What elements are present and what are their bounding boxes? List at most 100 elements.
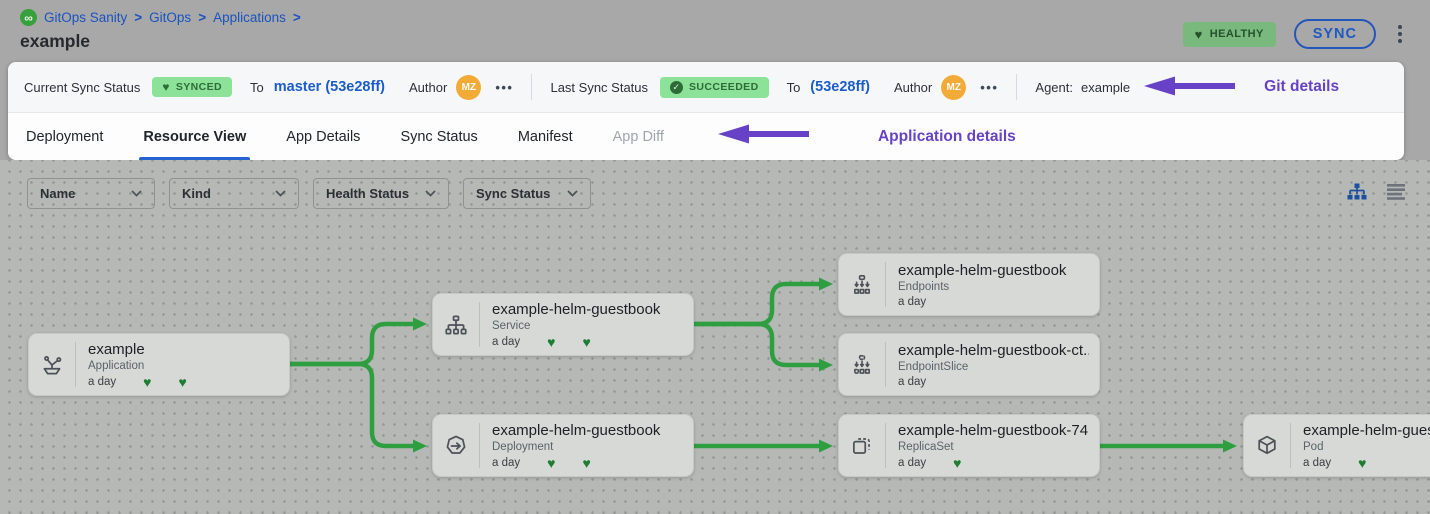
node-body: example-helm-guestbook-ct... EndpointSli… (886, 335, 1099, 395)
more-options-icon[interactable]: ••• (495, 79, 514, 95)
edge-application-to-deployment (287, 361, 427, 453)
endpoints-icon (839, 272, 885, 298)
tab-bar: Deployment Resource View App Details Syn… (8, 113, 1404, 160)
node-kind: Pod (1303, 440, 1324, 453)
application-details-annotation: Application details (877, 127, 1016, 145)
health-hearts: ♥♥ (143, 375, 187, 389)
filter-health-status-dropdown[interactable]: Health Status (313, 178, 449, 209)
sync-button[interactable]: SYNC (1293, 19, 1376, 49)
more-options-icon[interactable]: ••• (980, 79, 999, 95)
resource-node-endpoints[interactable]: example-helm-guestbook Endpoints a day (838, 253, 1100, 316)
resource-node-service[interactable]: example-helm-guestbook Service a day♥♥ (432, 293, 694, 356)
tab-app-diff[interactable]: App Diff (612, 128, 664, 145)
breadcrumb-item-gitops-sanity[interactable]: GitOps Sanity (44, 10, 128, 25)
author-avatar[interactable]: MZ (456, 74, 482, 100)
filter-label: Sync Status (476, 186, 551, 201)
heart-icon: ♥ (178, 373, 187, 390)
node-age: a day (898, 295, 927, 308)
current-commit-link[interactable]: master (53e28ff) (273, 79, 385, 95)
breadcrumb: ∞ GitOps Sanity > GitOps > Applications … (20, 9, 301, 26)
divider (479, 423, 480, 468)
heart-icon: ♥ (143, 373, 152, 390)
node-body: example-helm-guestbook Endpoints a day (886, 255, 1099, 315)
node-kind: EndpointSlice (898, 360, 969, 373)
author-label: Author (409, 79, 448, 95)
tree-view-icon[interactable] (1347, 182, 1367, 202)
health-hearts: ♥ (953, 456, 961, 470)
node-title: example-helm-guestbook (492, 300, 661, 318)
deployment-icon (433, 433, 479, 459)
divider (8, 112, 1404, 113)
chevron-down-icon (131, 190, 142, 197)
list-view-icon[interactable] (1386, 183, 1406, 201)
health-hearts: ♥ (1358, 456, 1366, 470)
last-commit-link[interactable]: (53e28ff) (810, 79, 870, 95)
heart-icon: ♥ (953, 454, 962, 471)
node-body: example-helm-guest Pod a day♥ (1291, 415, 1430, 477)
divider (885, 423, 886, 468)
node-title: example (88, 340, 145, 358)
tab-app-details[interactable]: App Details (286, 128, 361, 145)
node-body: example-helm-guestbook-74... ReplicaSet … (886, 415, 1099, 477)
heart-icon: ♥ (1358, 454, 1367, 471)
node-title: example-helm-guestbook-ct... (898, 341, 1089, 359)
edge-service-to-endpoints (692, 277, 833, 327)
resource-graph-canvas[interactable]: Name Kind Health Status Sync Status (0, 160, 1430, 514)
endpointslice-icon (839, 352, 885, 378)
filter-label: Health Status (326, 186, 410, 201)
current-sync-status-label: Current Sync Status (24, 79, 141, 95)
filter-bar: Name Kind Health Status Sync Status (27, 178, 591, 209)
tab-manifest[interactable]: Manifest (517, 128, 573, 145)
sync-status-bar: Current Sync Status ♥ SYNCED To master (… (8, 62, 1404, 112)
divider (75, 342, 76, 387)
heart-icon: ♥ (1194, 26, 1203, 42)
agent-label: Agent: (1035, 79, 1073, 95)
node-kind: Endpoints (898, 280, 950, 293)
git-details-annotation: Git details (1264, 78, 1340, 95)
annotation-arrow-icon (716, 123, 812, 150)
node-title: example-helm-guestbook (898, 261, 1067, 279)
divider (885, 342, 886, 387)
node-kind: Deployment (492, 440, 554, 453)
chevron-down-icon (275, 190, 286, 197)
health-status-badge: ♥ HEALTHY (1182, 21, 1276, 47)
filter-kind-dropdown[interactable]: Kind (169, 178, 299, 209)
breadcrumb-item-applications[interactable]: Applications (213, 10, 286, 25)
status-card: Current Sync Status ♥ SYNCED To master (… (8, 62, 1404, 160)
node-age: a day (88, 375, 117, 388)
resource-node-endpointslice[interactable]: example-helm-guestbook-ct... EndpointSli… (838, 333, 1100, 396)
last-sync-status-label: Last Sync Status (550, 79, 649, 95)
resource-node-application[interactable]: example Application a day♥♥ (28, 333, 290, 396)
filter-sync-status-dropdown[interactable]: Sync Status (463, 178, 591, 209)
node-title: example-helm-guestbook (492, 421, 661, 439)
tab-sync-status[interactable]: Sync Status (400, 128, 478, 145)
node-body: example-helm-guestbook Service a day♥♥ (480, 294, 693, 356)
node-body: example-helm-guestbook Deployment a day ♥… (480, 415, 693, 477)
view-toggles (1347, 182, 1406, 202)
pod-icon (1244, 433, 1290, 459)
health-badge-label: HEALTHY (1209, 28, 1264, 40)
resource-node-replicaset[interactable]: example-helm-guestbook-74... ReplicaSet … (838, 414, 1100, 477)
resource-node-pod[interactable]: example-helm-guest Pod a day♥ (1243, 414, 1430, 477)
node-age: a day (492, 456, 521, 469)
author-avatar[interactable]: MZ (941, 74, 967, 100)
divider (1016, 74, 1018, 100)
breadcrumb-item-gitops[interactable]: GitOps (149, 10, 192, 25)
to-label: To (786, 79, 801, 95)
resource-node-deployment[interactable]: example-helm-guestbook Deployment a day ♥… (432, 414, 694, 477)
node-age: a day (1303, 456, 1332, 469)
filter-name-dropdown[interactable]: Name (27, 178, 155, 209)
synced-badge-label: SYNCED (175, 81, 223, 93)
tab-deployment[interactable]: Deployment (26, 128, 104, 145)
heart-icon: ♥ (582, 333, 591, 350)
check-circle-icon: ✓ (670, 80, 684, 94)
top-header: ∞ GitOps Sanity > GitOps > Applications … (0, 0, 1430, 62)
heart-icon: ♥ (547, 454, 556, 471)
node-kind: Service (492, 319, 531, 332)
kebab-menu-icon[interactable] (1394, 23, 1406, 45)
synced-badge: ♥ SYNCED (152, 77, 233, 97)
edge-service-to-endpointslice (692, 321, 833, 372)
tab-resource-view[interactable]: Resource View (139, 113, 251, 160)
breadcrumb-separator: > (198, 10, 207, 25)
